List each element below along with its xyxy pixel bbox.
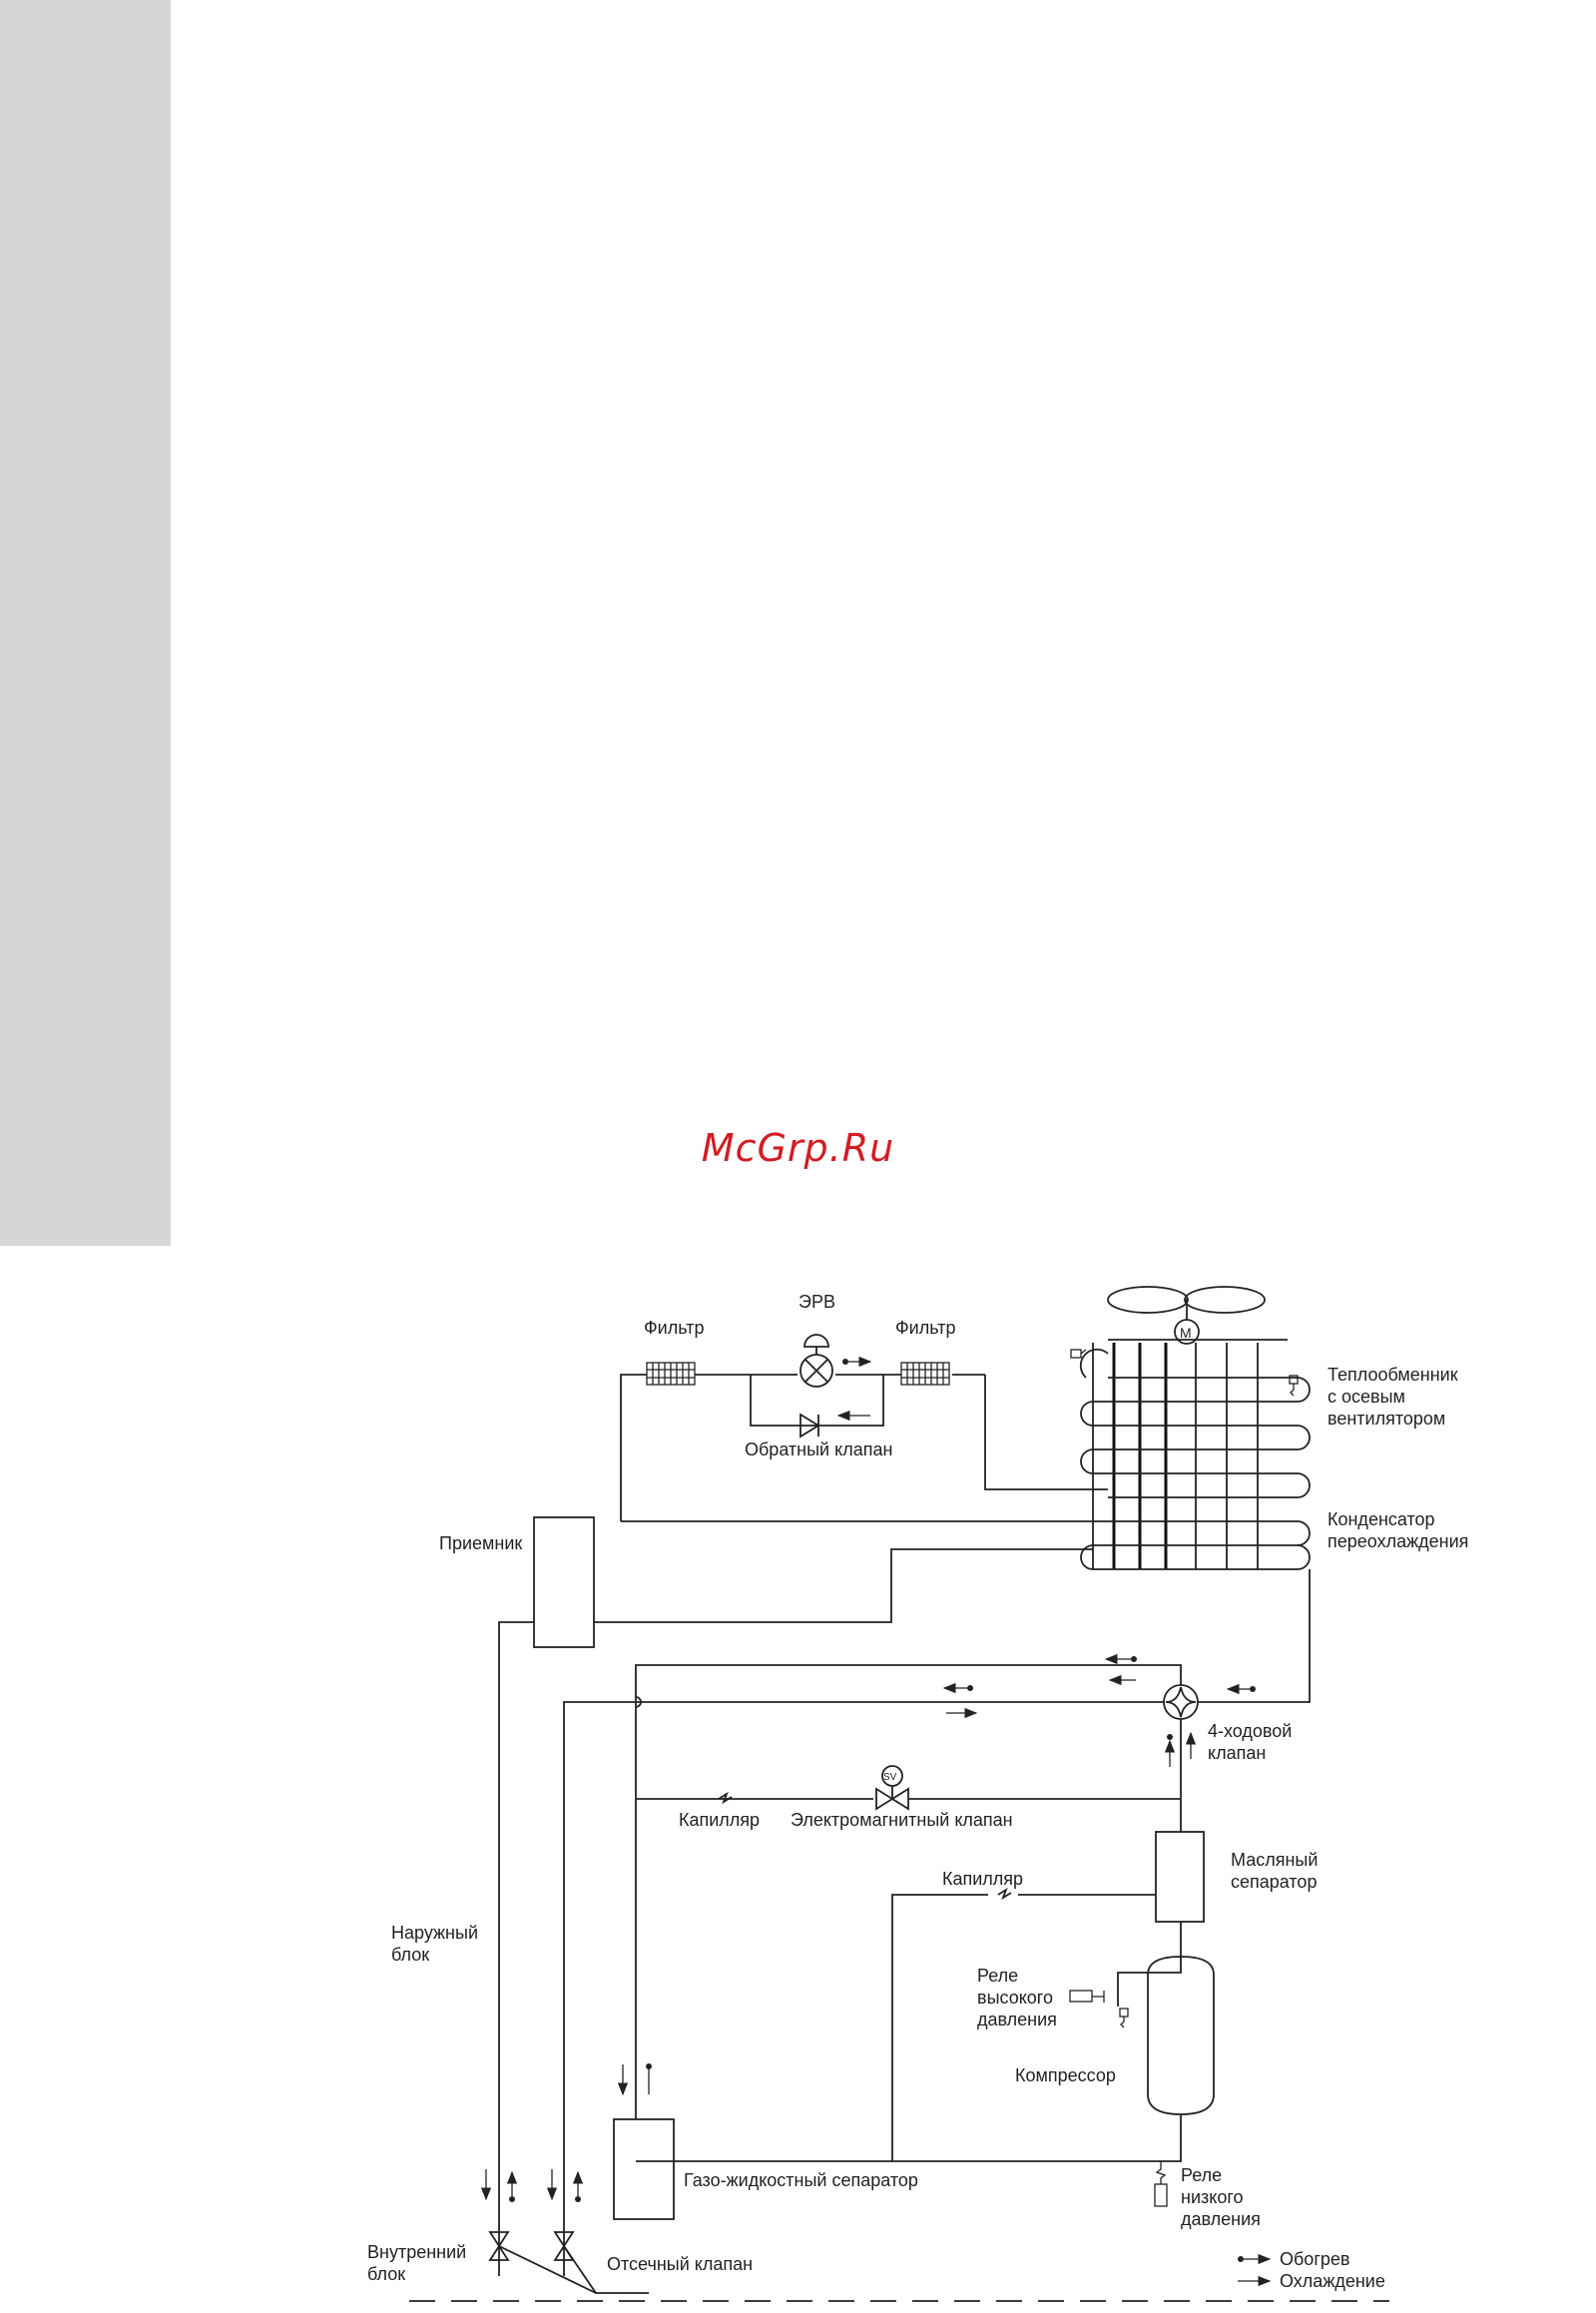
subcooler-label-1: Конденсатор [1328, 1509, 1435, 1529]
shutoff-valve-arrows [480, 2169, 584, 2202]
receiver-label: Приемник [439, 1533, 522, 1553]
outdoor-unit-label-1: Наружный [391, 1923, 478, 1943]
low-pressure-relay [1154, 2161, 1168, 2207]
filter-left-label: Фильтр [644, 1318, 704, 1338]
low-pressure-relay-label-1: Реле [1181, 2165, 1222, 2185]
solenoid-valve-mark: SV [883, 1772, 897, 1783]
indoor-unit-label-1: Внутренний [367, 2242, 466, 2262]
capillary-1-label: Капилляр [679, 1810, 760, 1830]
high-pressure-relay-label-2: высокого [977, 1988, 1053, 2008]
shutoff-valves [488, 2231, 649, 2294]
four-way-valve-label-2: клапан [1208, 1743, 1266, 1763]
oil-separator-label-1: Масляный [1231, 1850, 1318, 1870]
side-bar [0, 0, 171, 1246]
gas-liquid-separator [613, 2118, 675, 2220]
heat-exchanger-label-1: Теплообменник [1328, 1365, 1458, 1385]
shutoff-valve-label: Отсечный клапан [607, 2254, 753, 2274]
solenoid-valve [875, 1765, 909, 1811]
watermark: McGrp.Ru [701, 1126, 895, 1170]
oil-separator [1155, 1831, 1205, 1923]
gas-lines [563, 1569, 1311, 2276]
legend [1238, 2253, 1272, 2287]
compressor-lines [636, 1922, 1182, 2162]
high-pressure-relay [1069, 1990, 1129, 2028]
low-pressure-relay-label-2: низкого [1181, 2187, 1244, 2207]
separator-arrows [617, 2063, 652, 2096]
four-way-valve [1163, 1684, 1199, 1720]
fan-motor-label: M [1180, 1325, 1192, 1341]
heat-exchanger-label-3: вентилятором [1328, 1409, 1445, 1429]
solenoid-valve-label: Электромагнитный клапан [791, 1810, 1013, 1830]
oil-return-line [891, 1887, 1156, 2161]
eev-heating-arrow [842, 1356, 872, 1368]
receiver-tank [533, 1516, 595, 1648]
compressor-label: Компрессор [1015, 2065, 1116, 2085]
legend-cooling-label: Охлаждение [1280, 2271, 1385, 2291]
heat-exchanger-coil [621, 1339, 1311, 1570]
filter-right [900, 1362, 950, 1386]
gas-liquid-separator-label: Газо-жидкостный сепаратор [684, 2170, 918, 2190]
low-pressure-relay-label-3: давления [1181, 2209, 1261, 2229]
flow-arrows-4way [942, 1653, 1256, 1767]
heat-exchanger-label-2: с осевым [1328, 1387, 1405, 1407]
filter-right-label: Фильтр [895, 1318, 955, 1338]
check-valve-label: Обратный клапан [745, 1440, 892, 1459]
high-pressure-relay-label-3: давления [977, 2010, 1057, 2029]
eev-label: ЭРВ [798, 1292, 835, 1312]
capillary-1-symbol [718, 1791, 733, 1805]
compressor-body [1147, 1956, 1215, 2115]
capillary-2-label: Капилляр [942, 1869, 1023, 1889]
legend-heating-label: Обогрев [1280, 2249, 1349, 2269]
four-way-valve-label-1: 4-ходовой [1208, 1721, 1292, 1741]
axial-fan [1107, 1286, 1266, 1345]
filter-left [646, 1362, 696, 1386]
subcooler-label-2: переохлаждения [1328, 1531, 1468, 1551]
outdoor-unit-label-2: блок [391, 1945, 429, 1965]
eev-symbol [799, 1334, 833, 1388]
receiver-lines [498, 1548, 1093, 2276]
check-valve-symbol [799, 1413, 820, 1439]
indoor-unit-label-2: блок [367, 2264, 405, 2284]
high-pressure-relay-label-1: Реле [977, 1966, 1018, 1986]
oil-separator-label-2: сепаратор [1231, 1872, 1317, 1892]
